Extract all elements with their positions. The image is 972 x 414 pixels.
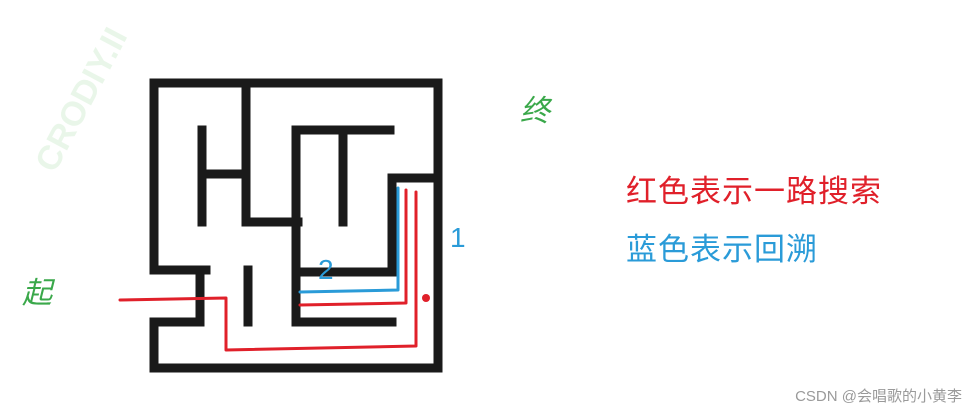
search-path-red: [118, 188, 430, 352]
search-path-line: [118, 190, 418, 352]
csdn-watermark: CSDN @会唱歌的小黄李: [795, 388, 962, 405]
start-label: 起: [22, 276, 52, 311]
maze-walls: [149, 78, 443, 373]
path-number-1: 1: [450, 222, 466, 253]
legend-backtrack-text: 蓝色表示回溯: [626, 232, 818, 268]
search-path-inner: [298, 188, 408, 307]
path-number-2: 2: [318, 254, 334, 285]
backtrack-path-line: [298, 186, 400, 294]
search-path-endpoint: [422, 294, 430, 302]
legend-search-text: 红色表示一路搜索: [626, 174, 882, 210]
end-label: 终: [520, 94, 550, 129]
backtrack-path-blue: [298, 186, 400, 294]
